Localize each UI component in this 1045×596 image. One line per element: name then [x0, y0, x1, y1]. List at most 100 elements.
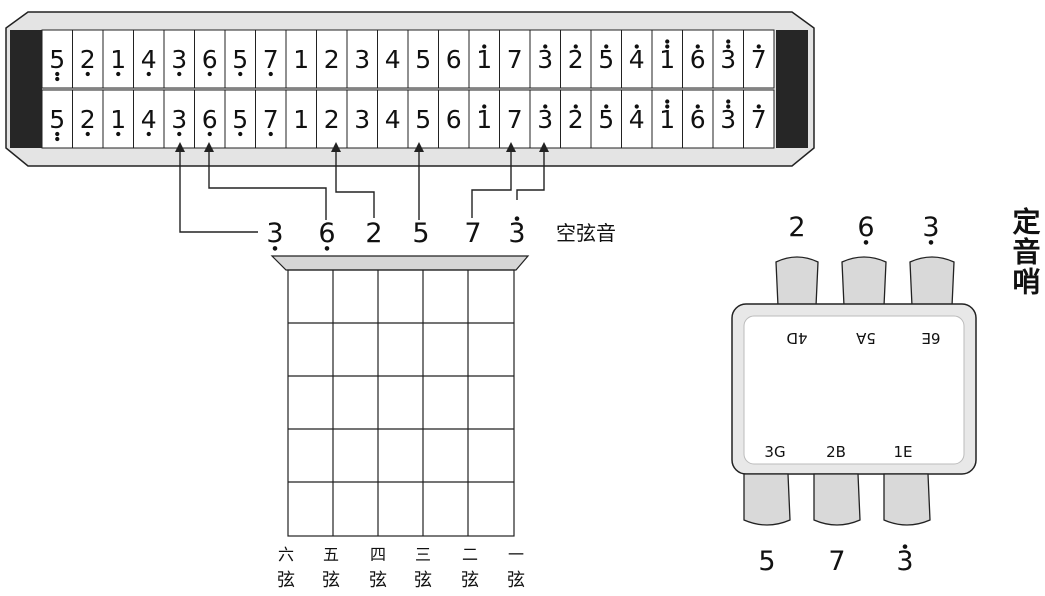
- string-number-label: 三: [415, 545, 431, 564]
- pitch-pipe-top-note-digit: 2: [788, 212, 805, 243]
- pitch-pipe-bottom-note: 5: [758, 546, 775, 577]
- harmonica-note-digit: 3: [171, 45, 187, 74]
- string-labels: 六弦五弦四弦三弦二弦一弦: [277, 545, 525, 591]
- octave-dot-above: [574, 104, 578, 108]
- harmonica-note-digit: 7: [263, 45, 279, 74]
- open-string-note-digit: 7: [464, 218, 481, 249]
- pitch-pipe-top-note-digit: 6: [857, 212, 874, 243]
- harmonica-note: 6: [446, 45, 462, 74]
- harmonica-left-end: [10, 30, 42, 148]
- harmonica-note: 5: [415, 105, 431, 134]
- harmonica-note-digit: 4: [385, 45, 401, 74]
- pitch-pipe-top-note-digit: 3: [922, 212, 939, 243]
- harmonica-note: 3: [354, 45, 370, 74]
- harmonica-note: 2: [324, 45, 340, 74]
- pitch-pipe-upper-tubes: [776, 257, 954, 306]
- octave-dot-above: [726, 44, 730, 48]
- harmonica-note: 6: [202, 105, 218, 136]
- harmonica-note: 4: [385, 105, 401, 134]
- octave-dot-below: [177, 132, 181, 136]
- pitch-pipe-title: 定音哨: [1009, 206, 1042, 297]
- harmonica-note-digit: 5: [49, 105, 65, 134]
- string-suffix-label: 弦: [369, 570, 387, 591]
- harmonica-note: 2: [568, 104, 584, 134]
- octave-dot-below: [55, 137, 59, 141]
- open-string-note: 6: [318, 218, 335, 251]
- string-suffix-label: 弦: [507, 570, 525, 591]
- harmonica-note-digit: 2: [324, 45, 340, 74]
- harmonica-note-digit: 1: [293, 45, 309, 74]
- harmonica-note: 7: [507, 105, 523, 134]
- harmonica-top-row: 521436571234561732541637: [42, 30, 774, 88]
- octave-dot-below: [273, 246, 278, 251]
- harmonica-note-digit: 4: [141, 105, 157, 134]
- open-string-label: 空弦音: [556, 221, 616, 245]
- open-string-note-digit: 6: [318, 218, 335, 249]
- harmonica-note: 7: [263, 45, 279, 76]
- octave-dot-above: [665, 39, 669, 43]
- harmonica-note-digit: 7: [507, 105, 523, 134]
- harmonica-note: 5: [232, 105, 248, 136]
- harmonica-note: 1: [110, 105, 126, 136]
- pitch-pipe-lower-label: 1E: [893, 443, 912, 461]
- string-number-label: 一: [508, 545, 524, 564]
- harmonica-note: 7: [507, 45, 523, 74]
- pitch-pipe-tube: [814, 474, 860, 525]
- harmonica-note-digit: 2: [324, 105, 340, 134]
- harmonica-note-digit: 4: [141, 45, 157, 74]
- harmonica-note-digit: 6: [690, 105, 706, 134]
- octave-dot-above: [543, 104, 547, 108]
- open-string-note-digit: 2: [365, 218, 382, 249]
- octave-dot-above: [696, 104, 700, 108]
- harmonica-note: 7: [751, 104, 767, 134]
- harmonica-note: 4: [141, 45, 157, 76]
- open-string-note-digit: 3: [266, 218, 283, 249]
- string-suffix-label: 弦: [414, 570, 432, 591]
- string-number-label: 五: [323, 545, 339, 564]
- harmonica-note-digit: 1: [110, 105, 126, 134]
- octave-dot-above: [515, 216, 520, 221]
- octave-dot-above: [726, 104, 730, 108]
- harmonica-note: 7: [751, 44, 767, 74]
- harmonica-note: 3: [537, 44, 553, 74]
- octave-dot-below: [929, 240, 934, 245]
- harmonica-note-digit: 3: [720, 105, 736, 134]
- harmonica-note-digit: 6: [446, 45, 462, 74]
- harmonica-note-digit: 3: [720, 45, 736, 74]
- harmonica-note-digit: 2: [80, 105, 96, 134]
- pitch-pipe-top-notes: 2 6 3: [788, 212, 939, 245]
- string-suffix-label: 弦: [277, 570, 295, 591]
- pitch-pipe-lower-label: 3G: [764, 443, 785, 461]
- harmonica-note: 3: [720, 99, 736, 134]
- harmonica-note-digit: 6: [446, 105, 462, 134]
- harmonica-note-digit: 4: [385, 105, 401, 134]
- octave-dot-below: [864, 240, 869, 245]
- harmonica-note: 3: [720, 39, 736, 74]
- harmonica-note: 1: [110, 45, 126, 76]
- harmonica-note-digit: 7: [507, 45, 523, 74]
- harmonica-note-digit: 3: [537, 45, 553, 74]
- pitch-pipe-tube: [744, 474, 790, 525]
- pitch-pipe-tube: [842, 257, 886, 306]
- harmonica-note-digit: 5: [49, 45, 65, 74]
- open-string-note-digit: 5: [412, 218, 429, 249]
- harmonica-note-digit: 3: [537, 105, 553, 134]
- octave-dot-above: [482, 44, 486, 48]
- octave-dot-below: [55, 72, 59, 76]
- octave-dot-above: [665, 44, 669, 48]
- harmonica-note: 5: [232, 45, 248, 76]
- harmonica-note: 3: [171, 45, 187, 76]
- octave-dot-below: [238, 72, 242, 76]
- pitch-pipe-upper-label: 5A: [855, 329, 876, 347]
- pitch-pipe-upper-label: 4D: [786, 329, 807, 347]
- harmonica-note-digit: 1: [476, 45, 492, 74]
- octave-dot-below: [86, 72, 90, 76]
- octave-dot-below: [208, 72, 212, 76]
- octave-dot-above: [635, 44, 639, 48]
- harmonica-note: 5: [598, 44, 614, 74]
- pitch-pipe-bottom-note-digit: 3: [896, 546, 913, 577]
